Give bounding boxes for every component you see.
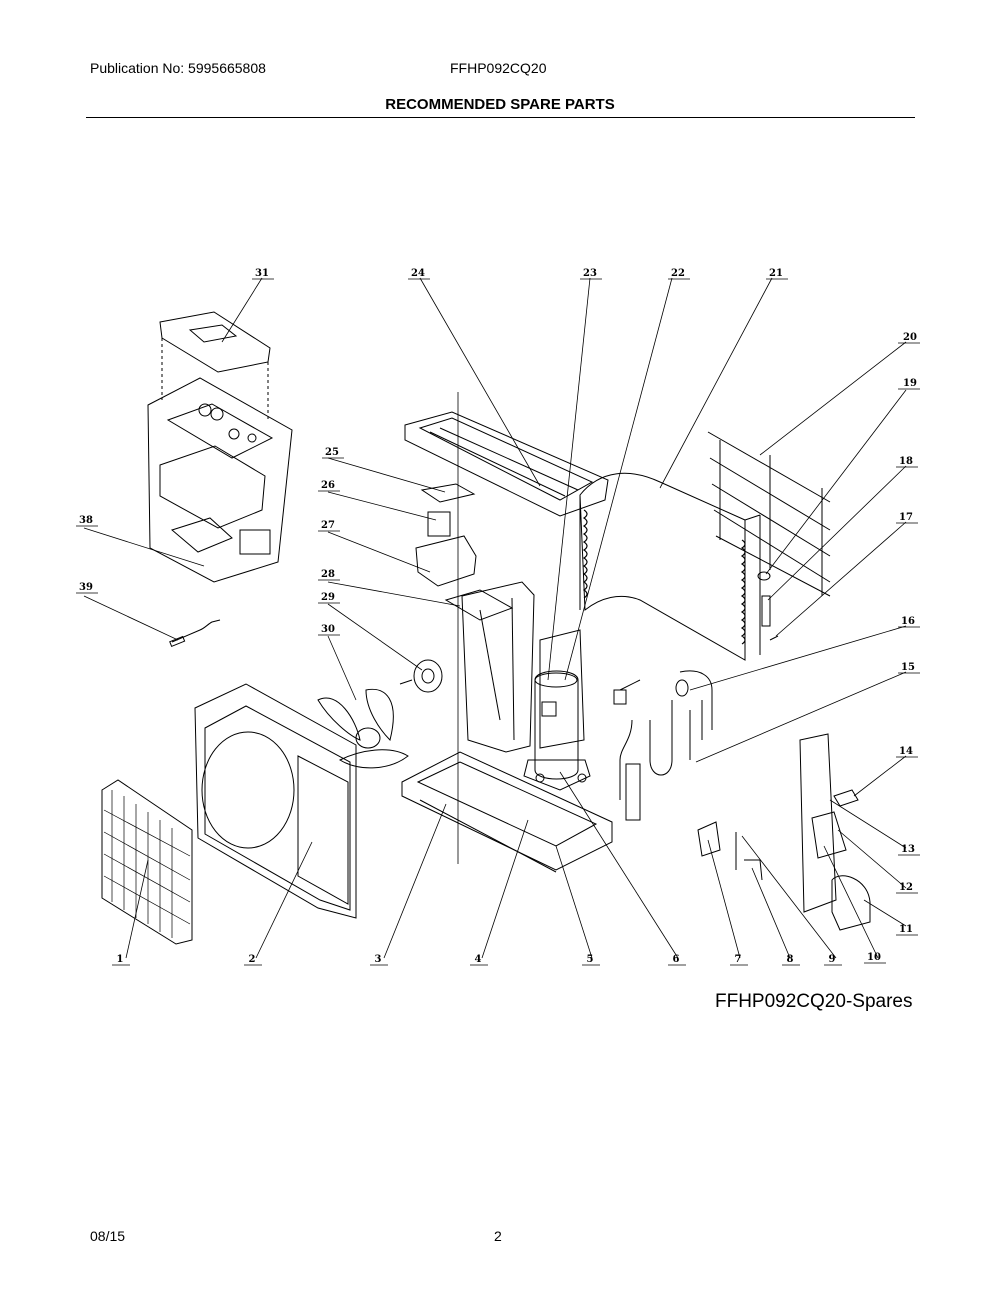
callout-15: 15 [901,662,915,673]
part-control-box [147,377,293,583]
part-reactor-and-bracket [415,483,514,621]
part-middle-partition [461,581,535,753]
callout-31: 31 [255,268,269,279]
callout-1: 1 [117,954,124,965]
callout-30: 30 [321,624,335,635]
callout-2: 2 [249,954,256,965]
part-coil-fittings [757,571,779,641]
page-number: 2 [494,1228,502,1244]
publication-number: Publication No: 5995665808 [90,60,266,76]
callout-20: 20 [903,332,917,343]
callout-27: 27 [321,520,335,531]
callout-9: 9 [829,954,836,965]
callout-4: 4 [475,954,482,965]
callout-16: 16 [901,616,915,627]
part-top-plate [404,411,609,517]
part-side-panel-and-cover [697,733,871,931]
callout-7: 7 [735,954,742,965]
model-number: FFHP092CQ20 [450,60,547,76]
callout-14: 14 [899,746,913,757]
callout-22: 22 [671,268,685,279]
callout-11: 11 [899,924,913,935]
callout-10: 10 [867,952,881,963]
callout-29: 29 [321,592,335,603]
part-fan-blade [317,688,409,769]
callout-17: 17 [899,512,913,523]
callout-labels: 31 24 23 22 21 20 19 18 17 16 15 14 13 1… [79,268,917,965]
callout-underlines [76,278,920,966]
callout-25: 25 [325,447,339,458]
part-temperature-sensor [169,619,221,648]
callout-23: 23 [583,268,597,279]
part-fan-motor [399,659,443,693]
part-front-grille [101,779,193,945]
callout-8: 8 [787,954,794,965]
page-title: RECOMMENDED SPARE PARTS [385,96,615,113]
leader-lines [83,277,907,959]
part-top-cover [159,311,271,420]
callout-12: 12 [899,882,913,893]
footer-date: 08/15 [90,1228,126,1244]
callout-39: 39 [79,582,93,593]
callout-6: 6 [673,954,680,965]
callout-13: 13 [901,844,915,855]
callout-18: 18 [899,456,913,467]
part-compressor [523,629,591,791]
callout-19: 19 [903,378,917,389]
callout-21: 21 [769,268,783,279]
part-piping-assembly [613,670,713,821]
diagram-caption: FFHP092CQ20-Spares [715,991,913,1012]
part-rear-grille [707,431,831,597]
part-base-pan [401,751,613,873]
title-divider [86,117,915,118]
callout-26: 26 [321,480,335,491]
callout-38: 38 [79,515,93,526]
callout-5: 5 [587,954,594,965]
callout-3: 3 [375,954,382,965]
callout-28: 28 [321,569,335,580]
part-front-panel [194,683,357,919]
part-condenser-coil [579,472,761,661]
callout-24: 24 [411,268,425,279]
